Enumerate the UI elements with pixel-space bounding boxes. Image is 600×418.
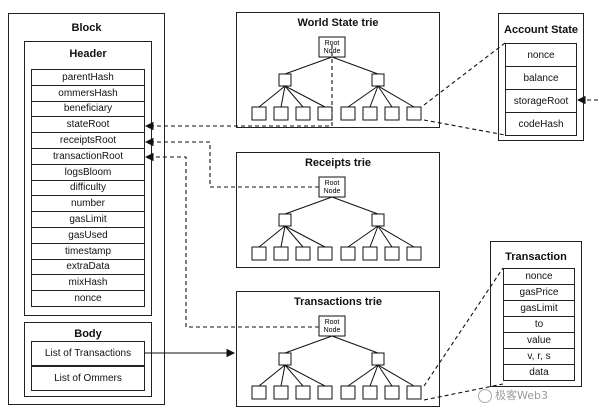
account-state-title: Account State: [504, 24, 578, 36]
account-field-1: balance: [505, 66, 577, 90]
header-field-12: extraData: [31, 258, 145, 276]
header-field-2: beneficiary: [31, 100, 145, 118]
header-field-3: stateRoot: [31, 116, 145, 134]
transaction-field-0: nonce: [503, 268, 575, 285]
world-state-trie-title: World State trie: [297, 17, 379, 29]
transaction-title: Transaction: [505, 251, 567, 263]
header-field-1: ommersHash: [31, 84, 145, 102]
body-title: Body: [74, 328, 102, 340]
header-field-0: parentHash: [31, 69, 145, 86]
header-field-13: mixHash: [31, 274, 145, 292]
transactions-trie-panel: Transactions trie: [236, 291, 440, 407]
watermark-logo-icon: [478, 389, 492, 403]
account-field-0: nonce: [505, 43, 577, 67]
account-field-3: codeHash: [505, 112, 577, 136]
header-field-8: number: [31, 195, 145, 213]
transaction-field-6: data: [503, 364, 575, 381]
transactions-trie-title: Transactions trie: [293, 296, 383, 308]
transaction-field-2: gasLimit: [503, 300, 575, 317]
watermark: 极客Web3: [478, 387, 548, 403]
transaction-field-5: v, r, s: [503, 348, 575, 365]
header-field-5: transactionRoot: [31, 148, 145, 165]
header-title: Header: [69, 48, 107, 60]
block-title: Block: [71, 22, 102, 34]
world-state-trie-panel: World State trie: [236, 12, 440, 128]
header-field-4: receiptsRoot: [31, 132, 145, 149]
receipts-trie-panel: Receipts trie: [236, 152, 440, 268]
header-field-9: gasLimit: [31, 211, 145, 228]
transaction-field-1: gasPrice: [503, 284, 575, 301]
header-field-10: gasUsed: [31, 227, 145, 244]
header-field-7: difficulty: [31, 179, 145, 197]
header-field-14: nonce: [31, 290, 145, 307]
header-field-6: logsBloom: [31, 163, 145, 181]
account-field-2: storageRoot: [505, 89, 577, 113]
body-field-ommers: List of Ommers: [31, 366, 145, 391]
transaction-field-4: value: [503, 332, 575, 349]
receipts-trie-title: Receipts trie: [304, 157, 372, 169]
watermark-text: 极客Web3: [495, 389, 548, 402]
body-field-transactions: List of Transactions: [31, 341, 145, 366]
transaction-field-3: to: [503, 316, 575, 333]
header-field-11: timestamp: [31, 242, 145, 260]
